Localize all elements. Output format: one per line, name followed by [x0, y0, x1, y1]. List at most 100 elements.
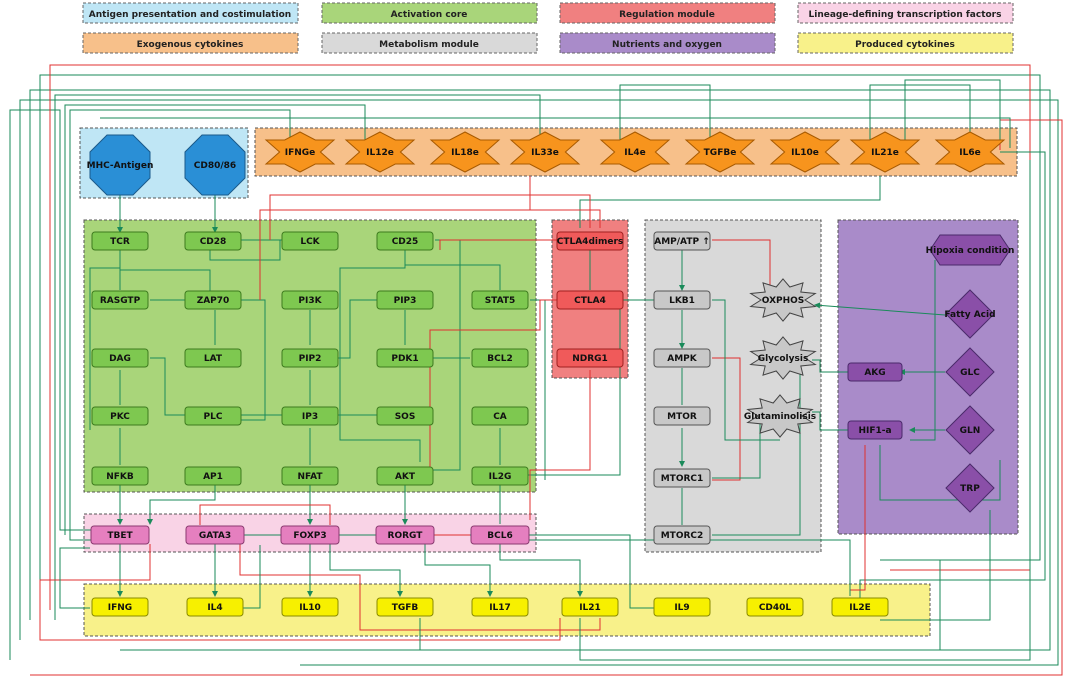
ca-node[interactable]: CA — [471, 406, 529, 426]
akg-node[interactable]: AKG — [847, 362, 903, 382]
bcl6-node[interactable]: BCL6 — [470, 525, 530, 545]
il21e-node[interactable]: IL21e — [849, 131, 921, 173]
edge — [814, 302, 946, 316]
svg-text:DAG: DAG — [109, 354, 131, 364]
tcr-node[interactable]: TCR — [91, 231, 149, 251]
glutaminolisis-node[interactable]: Glutaminolisis — [744, 394, 816, 438]
svg-text:CD28: CD28 — [200, 237, 227, 247]
amp-atp-node[interactable]: AMP/ATP ↑ — [653, 231, 711, 251]
plc-node[interactable]: PLC — [184, 406, 242, 426]
svg-text:AMPK: AMPK — [667, 354, 698, 364]
svg-text:TBET: TBET — [107, 531, 133, 541]
cd28-node[interactable]: CD28 — [184, 231, 242, 251]
svg-text:BCL6: BCL6 — [487, 531, 512, 541]
edge — [49, 64, 1031, 610]
cd25-node[interactable]: CD25 — [376, 231, 434, 251]
svg-text:IL21: IL21 — [579, 603, 601, 613]
pkc-node[interactable]: PKC — [91, 406, 149, 426]
il10-node[interactable]: IL10 — [281, 597, 339, 617]
lat-node[interactable]: LAT — [184, 348, 242, 368]
ifng-node[interactable]: IFNG — [91, 597, 149, 617]
svg-text:AP1: AP1 — [203, 472, 223, 482]
ip3-node[interactable]: IP3 — [281, 406, 339, 426]
svg-text:IL2G: IL2G — [489, 472, 512, 482]
foxp3-node[interactable]: FOXP3 — [280, 525, 340, 545]
mhc-antigen-node[interactable]: MHC-Antigen — [87, 134, 154, 196]
tbet-node[interactable]: TBET — [90, 525, 150, 545]
stat5-node[interactable]: STAT5 — [471, 290, 529, 310]
il33e-node[interactable]: IL33e — [509, 131, 581, 173]
cd80-86-node[interactable]: CD80/86 — [184, 134, 246, 196]
lck-node[interactable]: LCK — [281, 231, 339, 251]
ctla4-node[interactable]: CTLA4 — [556, 290, 624, 310]
legend-item: Antigen presentation and costimulation — [82, 2, 299, 24]
lkb1-node[interactable]: LKB1 — [653, 290, 711, 310]
cd40l-node[interactable]: CD40L — [746, 597, 804, 617]
oxphos-node[interactable]: OXPHOS — [749, 278, 817, 322]
il4e-node[interactable]: IL4e — [599, 131, 671, 173]
hif1-a-node[interactable]: HIF1-a — [847, 420, 903, 440]
nfkb-node[interactable]: NFKB — [91, 466, 149, 486]
svg-text:GLC: GLC — [960, 368, 980, 378]
ctla4dimers-node[interactable]: CTLA4dimers — [556, 231, 624, 251]
il4-node[interactable]: IL4 — [186, 597, 244, 617]
nfat-node[interactable]: NFAT — [281, 466, 339, 486]
svg-text:LCK: LCK — [300, 237, 320, 247]
il10e-node[interactable]: IL10e — [769, 131, 841, 173]
svg-text:IL21e: IL21e — [871, 148, 899, 158]
edge — [529, 370, 591, 520]
dag-node[interactable]: DAG — [91, 348, 149, 368]
rorgt-node[interactable]: RORGT — [375, 525, 435, 545]
fatty-acid-node[interactable]: Fatty Acid — [944, 289, 996, 339]
svg-text:PI3K: PI3K — [298, 296, 322, 306]
il18e-node[interactable]: IL18e — [429, 131, 501, 173]
svg-text:HIF1-a: HIF1-a — [858, 426, 891, 436]
sos-node[interactable]: SOS — [376, 406, 434, 426]
il12e-node[interactable]: IL12e — [344, 131, 416, 173]
trp-node[interactable]: TRP — [945, 463, 995, 513]
gln-node[interactable]: GLN — [945, 405, 995, 455]
edge — [335, 299, 378, 359]
svg-text:Regulation module: Regulation module — [619, 10, 715, 20]
ifnge-node[interactable]: IFNGe — [264, 131, 336, 173]
il2g-node[interactable]: IL2G — [471, 466, 529, 486]
svg-text:ZAP70: ZAP70 — [197, 296, 230, 306]
zap70-node[interactable]: ZAP70 — [184, 290, 242, 310]
edge — [910, 260, 936, 441]
svg-text:CD40L: CD40L — [759, 603, 792, 613]
tgfb-node[interactable]: TGFB — [376, 597, 434, 617]
pip3-node[interactable]: PIP3 — [376, 290, 434, 310]
mtorc2-node[interactable]: MTORC2 — [653, 525, 711, 545]
mtor-node[interactable]: MTOR — [653, 406, 711, 426]
edge — [712, 420, 761, 479]
edge — [239, 544, 601, 631]
ap1-node[interactable]: AP1 — [184, 466, 242, 486]
tgfbe-node[interactable]: TGFBe — [684, 131, 756, 173]
ndrg1-node[interactable]: NDRG1 — [556, 348, 624, 368]
legend-item: Lineage-defining transcription factors — [797, 2, 1014, 24]
il2e-node[interactable]: IL2E — [831, 597, 889, 617]
svg-text:BCL2: BCL2 — [487, 354, 512, 364]
pip2-node[interactable]: PIP2 — [281, 348, 339, 368]
edge — [147, 485, 216, 525]
pi3k-node[interactable]: PI3K — [281, 290, 339, 310]
il21-node[interactable]: IL21 — [561, 597, 619, 617]
gata3-node[interactable]: GATA3 — [185, 525, 245, 545]
hipoxia-condition-node[interactable]: Hipoxia condition — [926, 234, 1015, 266]
rasgtp-node[interactable]: RASGTP — [91, 290, 149, 310]
edge — [712, 239, 771, 285]
il6e-node[interactable]: IL6e — [934, 131, 1006, 173]
il17-node[interactable]: IL17 — [471, 597, 529, 617]
bcl2-node[interactable]: BCL2 — [471, 348, 529, 368]
glc-node[interactable]: GLC — [945, 347, 995, 397]
svg-text:IL12e: IL12e — [366, 148, 394, 158]
mtorc1-node[interactable]: MTORC1 — [653, 468, 711, 488]
edge — [100, 117, 1011, 148]
edge — [499, 544, 583, 597]
akt-node[interactable]: AKT — [376, 466, 434, 486]
ampk-node[interactable]: AMPK — [653, 348, 711, 368]
glycolysis-node[interactable]: Glycolysis — [749, 336, 817, 380]
pdk1-node[interactable]: PDK1 — [376, 348, 434, 368]
il9-node[interactable]: IL9 — [653, 597, 711, 617]
